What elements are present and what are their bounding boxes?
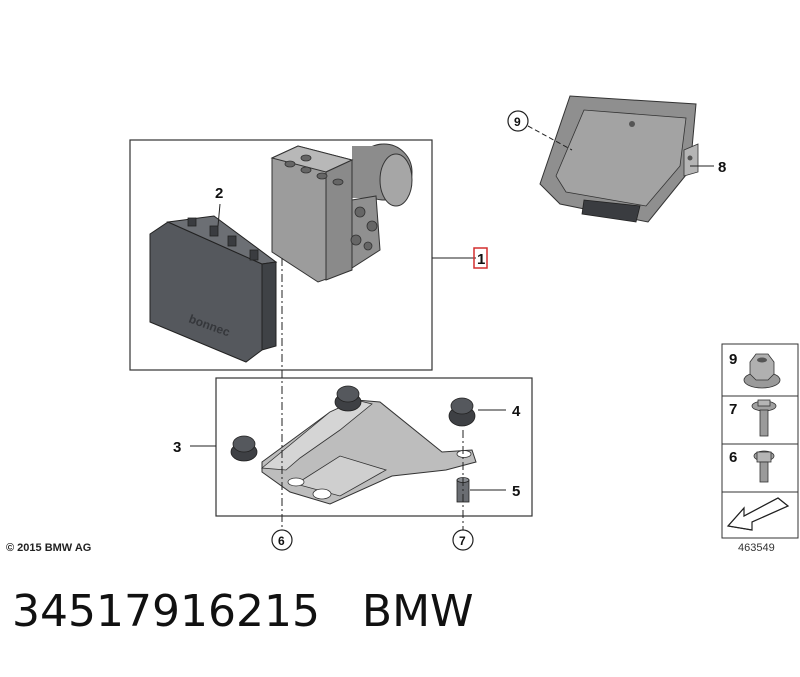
hydraulic-unit xyxy=(270,143,413,283)
callout-3: 3 xyxy=(173,439,181,456)
fastener-9-number: 9 xyxy=(729,351,737,368)
fastener-7-number: 7 xyxy=(729,401,737,418)
brand-name: BMW xyxy=(361,586,474,637)
assembly-frame xyxy=(129,139,433,371)
fastener-panel: 9 7 6 xyxy=(721,343,799,539)
bracket-frame xyxy=(215,377,533,517)
mounting-bracket xyxy=(260,399,477,505)
electronic-module xyxy=(539,95,699,223)
fastener-6-number: 6 xyxy=(729,449,737,466)
nut-icon xyxy=(743,353,781,389)
circled-callout-9-ring xyxy=(507,110,529,132)
rubber-mount-top xyxy=(334,385,362,412)
bolt-icon xyxy=(751,399,777,437)
callout-1-highlight xyxy=(473,247,488,269)
circled-callout-6-ring xyxy=(271,529,293,551)
part-number: 34517916215 xyxy=(12,586,320,637)
callout-8: 8 xyxy=(718,159,726,176)
circled-callout-7-ring xyxy=(452,529,474,551)
screw-icon xyxy=(753,450,775,483)
circled-callout-9: 9 xyxy=(514,115,521,129)
circled-callout-7: 7 xyxy=(459,534,466,548)
part-number-caption: 34517916215 BMW xyxy=(12,586,474,637)
diagram-number: 463549 xyxy=(738,542,775,554)
callout-4: 4 xyxy=(512,403,521,420)
copyright-notice: © 2015 BMW AG xyxy=(6,542,92,554)
arrow-icon xyxy=(726,497,790,531)
callout-1: 1 xyxy=(477,251,485,268)
callout-5: 5 xyxy=(512,483,520,500)
control-unit: bonnec xyxy=(149,215,278,363)
callout-2: 2 xyxy=(215,185,223,202)
rubber-mount-left xyxy=(230,435,258,462)
circled-callout-6: 6 xyxy=(278,534,285,548)
rubber-mount-item-4 xyxy=(448,397,476,427)
